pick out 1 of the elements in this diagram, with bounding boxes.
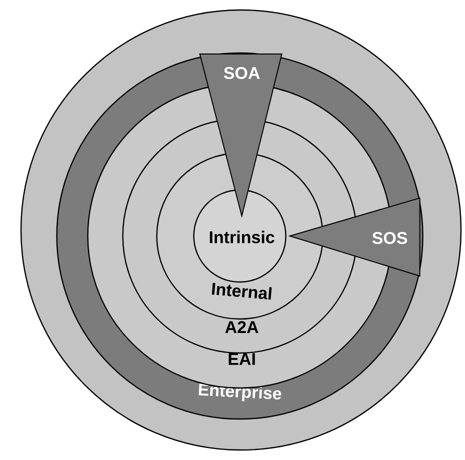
ring: Intrinsic (193, 189, 286, 283)
